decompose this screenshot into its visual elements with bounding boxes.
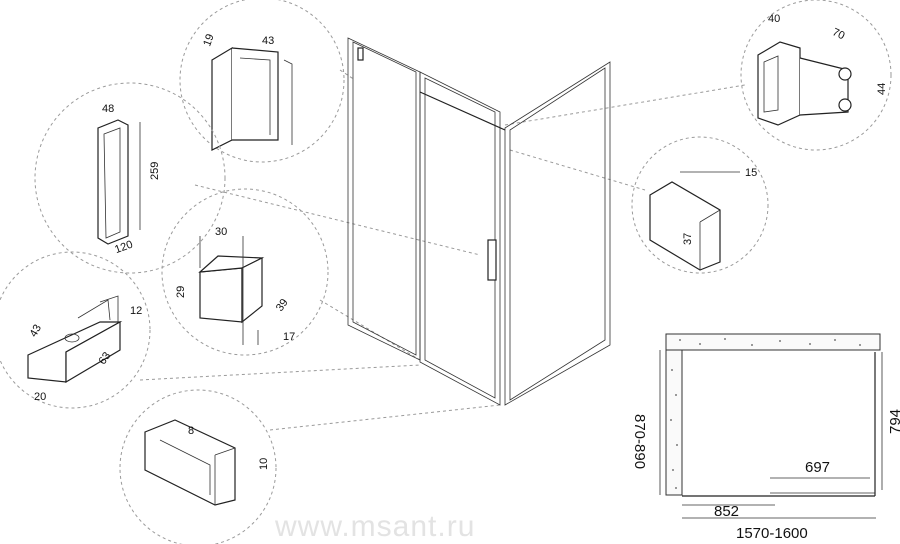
svg-text:44: 44 [876,83,888,95]
detail-top-profile: 19 43 [179,0,345,163]
detail-side-profile: 15 37 [631,136,769,274]
svg-text:20: 20 [34,391,46,403]
svg-text:29: 29 [175,286,187,298]
detail-wall-bracket: 40 70 44 [740,0,892,151]
svg-text:12: 12 [130,305,142,317]
svg-text:15: 15 [745,167,757,179]
svg-text:63: 63 [96,350,113,367]
svg-text:43: 43 [262,35,274,47]
svg-text:10: 10 [258,458,270,470]
door-handle [487,239,497,281]
svg-text:43: 43 [28,323,45,340]
shower-enclosure [347,37,611,406]
leader-lines [139,69,746,431]
svg-text:120: 120 [113,239,134,257]
detail-handle: 48 259 120 [34,82,226,274]
plan-panel-depth: 794 [887,409,900,434]
svg-text:17: 17 [283,331,295,343]
detail-stopper: 30 29 39 17 [161,188,329,356]
svg-text:40: 40 [768,13,780,25]
plan-total-width: 1570-1600 [736,525,808,542]
watermark: www.msant.ru [274,510,475,543]
svg-text:39: 39 [274,297,291,314]
svg-text:8: 8 [188,425,194,437]
detail-guide-block: 43 12 63 20 [0,251,151,409]
plan-front-panel: 852 [714,503,739,520]
detail-bottom-profile: 8 10 [119,389,277,544]
svg-text:70: 70 [830,26,846,42]
plan-door-opening: 697 [805,459,830,476]
svg-text:37: 37 [682,233,694,245]
svg-text:19: 19 [201,32,216,48]
svg-text:48: 48 [102,103,114,115]
svg-text:30: 30 [215,226,227,238]
plan-side-depth: 870-890 [631,414,648,469]
svg-text:259: 259 [149,162,161,180]
plan-view: 870-890 794 697 852 1570-1600 [631,333,900,542]
